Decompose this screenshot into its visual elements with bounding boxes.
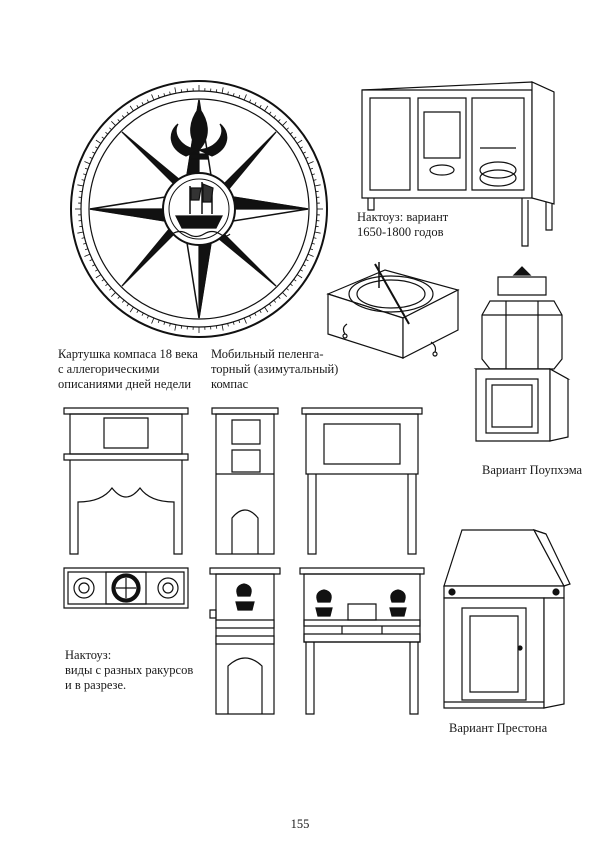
- caption-preston: Вариант Престона: [449, 721, 548, 735]
- binnacle-front-view: [62, 406, 190, 556]
- caption-poupham: Вариант Поупхэма: [482, 463, 583, 477]
- caption-binnacle-cabinet: Нактоуз: вариант 1650-1800 годов: [357, 210, 449, 239]
- bearing-compass-illustration: [323, 258, 463, 370]
- binnacle-side-view: [210, 406, 280, 556]
- binnacle-top-view: [62, 566, 190, 610]
- compass-card-illustration: [68, 78, 330, 340]
- binnacle-rear-view: [300, 406, 424, 556]
- caption-bearing-compass: Мобильный пеленга- торный (азимутальный)…: [211, 347, 339, 391]
- caption-compass-card: Картушка компаса 18 века с аллегорически…: [58, 347, 198, 391]
- poupham-binnacle-illustration: [472, 265, 572, 445]
- preston-binnacle-illustration: [436, 524, 572, 714]
- binnacle-cabinet-illustration: [358, 78, 558, 250]
- binnacle-front-section: [298, 566, 426, 716]
- binnacle-side-section: [208, 566, 282, 716]
- caption-binnacle-views: Нактоуз: виды с разных ракурсов и в разр…: [65, 648, 194, 692]
- page-number: 155: [290, 817, 310, 831]
